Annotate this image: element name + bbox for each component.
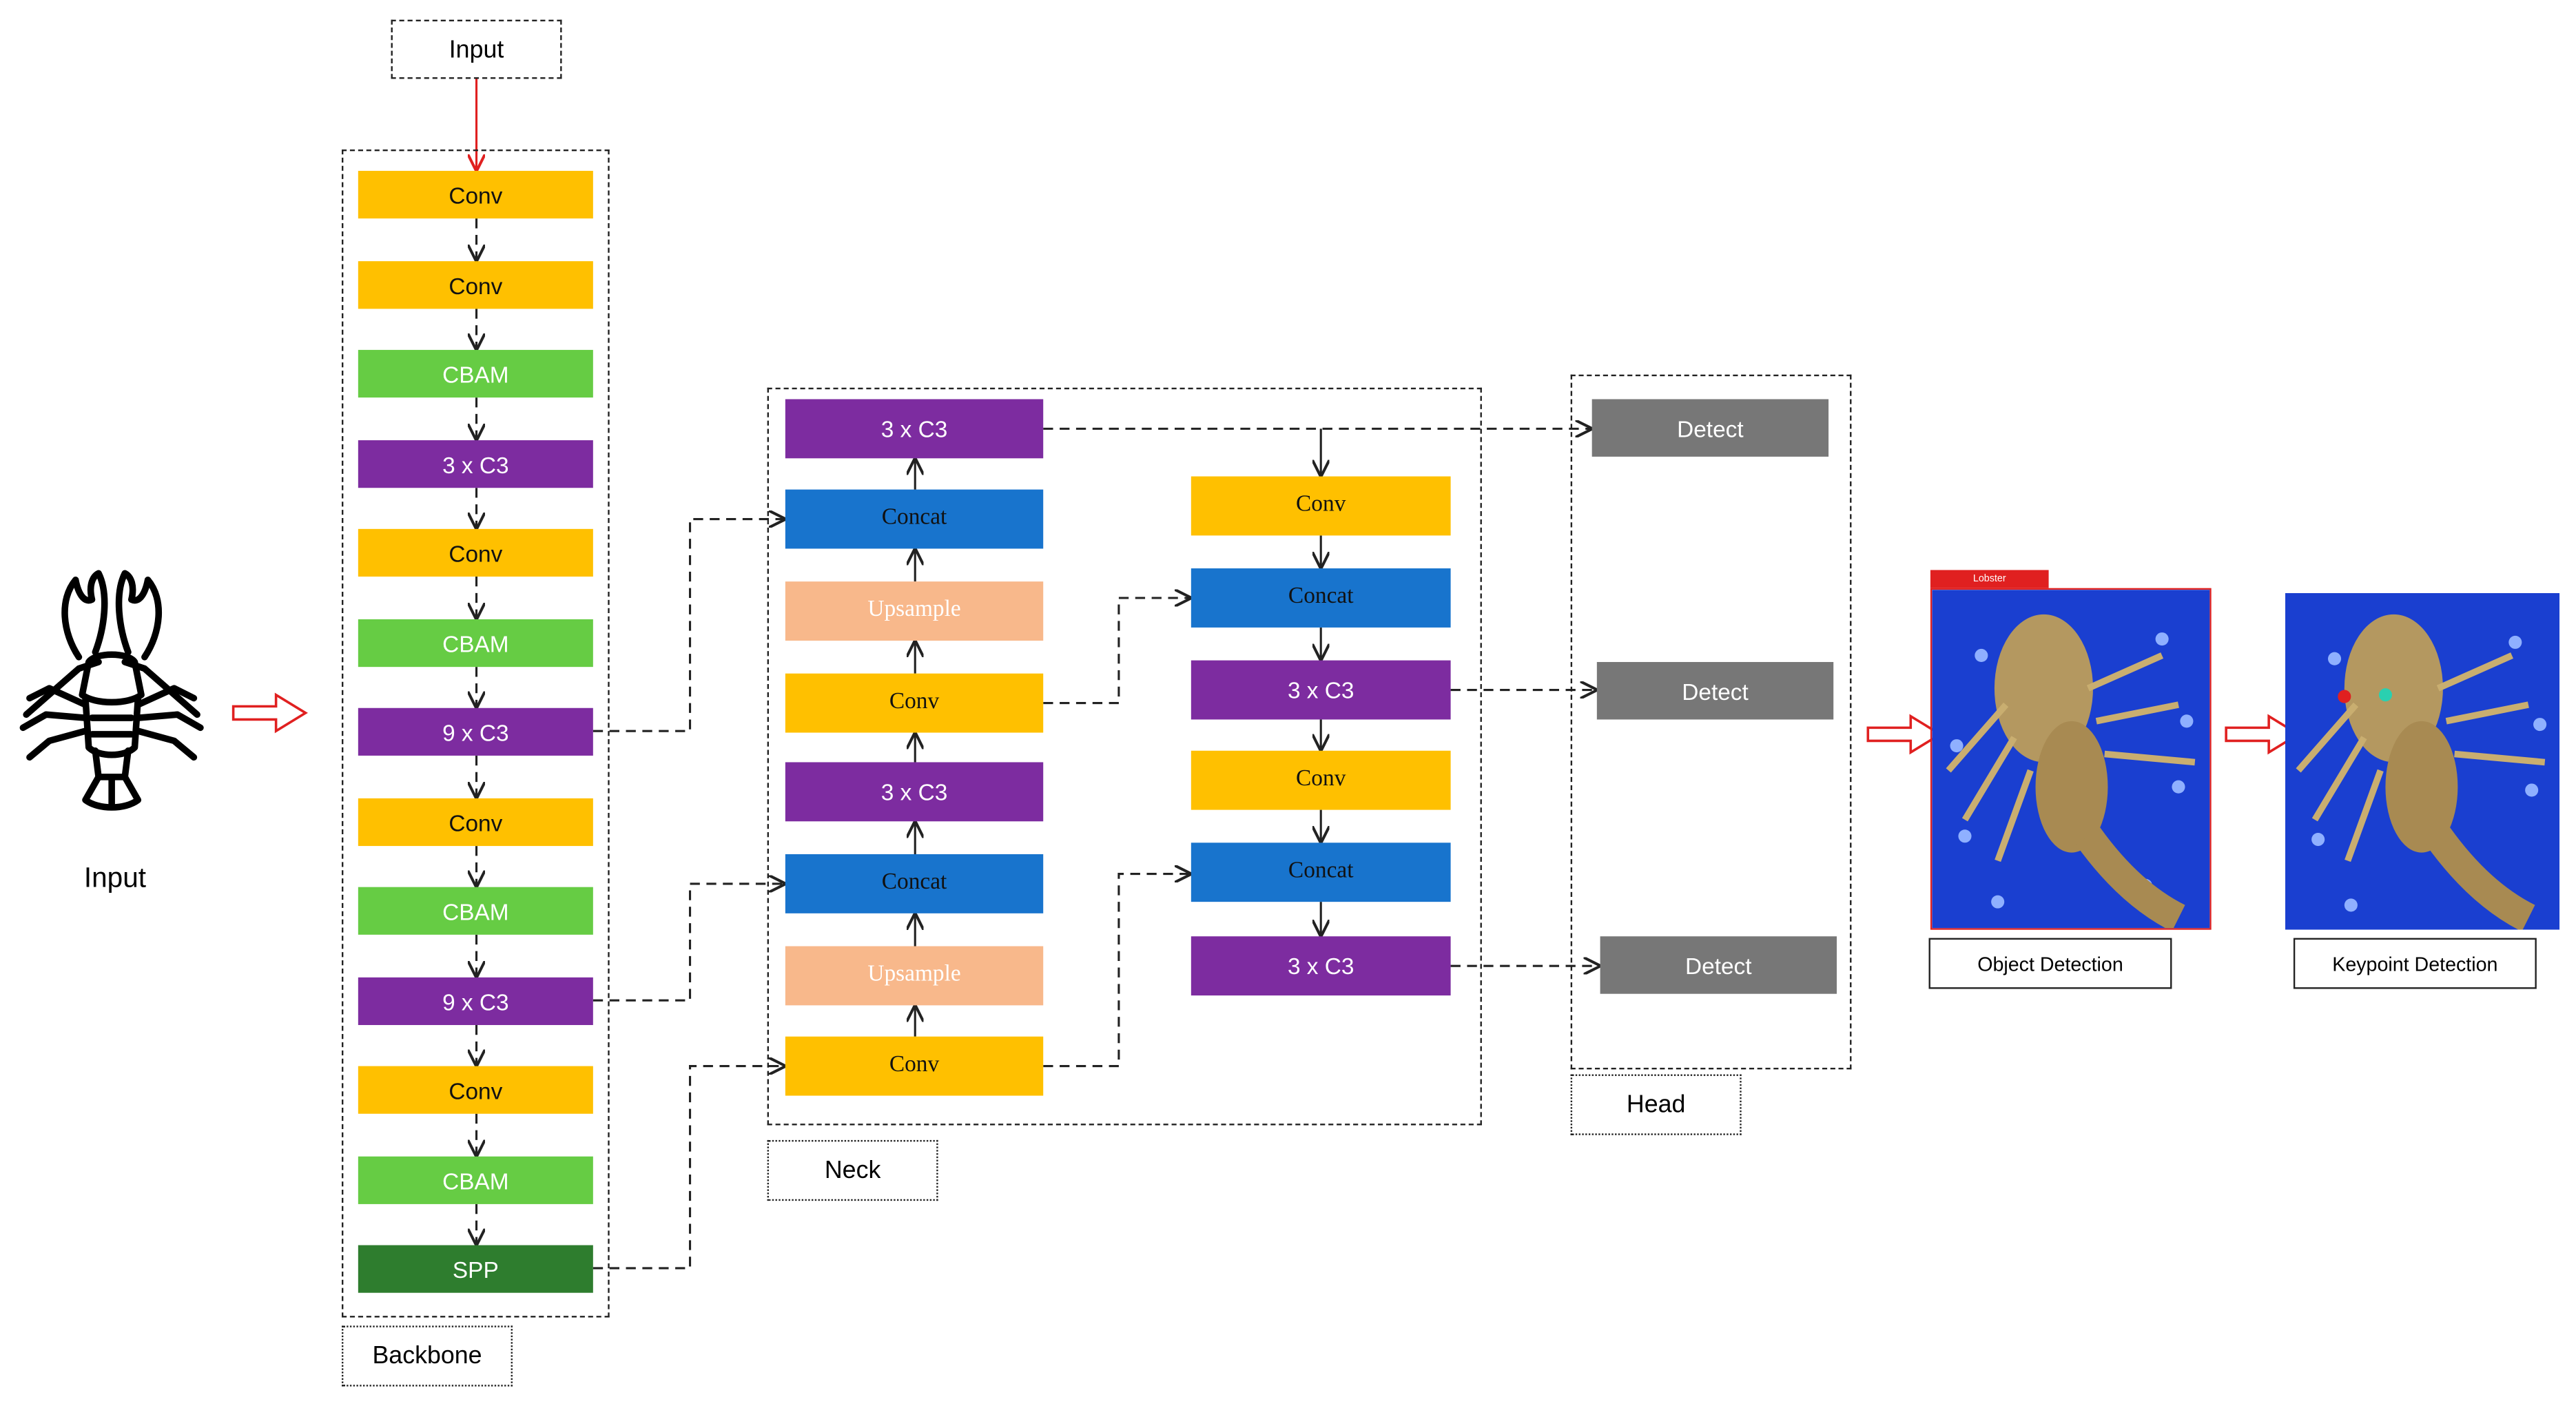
- neck-left-block-concat: Concat: [785, 854, 1044, 913]
- backbone-block-conv: Conv: [358, 261, 593, 309]
- backbone-block-c3: 9 x C3: [358, 977, 593, 1025]
- backbone-block-cbam: CBAM: [358, 1156, 593, 1204]
- input-label-box: Input: [391, 19, 562, 79]
- input-icon-caption: Input: [83, 862, 147, 894]
- neck-frame: [767, 387, 1482, 1126]
- skip-arrow-c3-2: [593, 884, 784, 1002]
- backbone-block-conv: Conv: [358, 1066, 593, 1114]
- neck-right-block-conv: Conv: [1191, 750, 1451, 810]
- flow-arrow-icon: [1866, 714, 1943, 755]
- skip-arrow-c3-1: [593, 519, 784, 732]
- neck-left-block-c3: 3 x C3: [785, 762, 1044, 822]
- backbone-block-conv: Conv: [358, 170, 593, 219]
- backbone-label: Backbone: [341, 1325, 513, 1387]
- neck-right-block-conv: Conv: [1191, 476, 1451, 536]
- keypoint-detection-caption: Keypoint Detection: [2293, 938, 2537, 989]
- neck-label: Neck: [767, 1139, 938, 1201]
- neck-left-block-conv: Conv: [785, 1036, 1044, 1096]
- flow-arrow-icon: [231, 692, 308, 734]
- neck-left-block-conv: Conv: [785, 673, 1044, 733]
- neck-left-block-concat: Concat: [785, 489, 1044, 549]
- backbone-block-cbam: CBAM: [358, 349, 593, 398]
- flow-arrow-icon: [2225, 714, 2301, 755]
- neck-right-block-c3: 3 x C3: [1191, 936, 1451, 996]
- object-detection-image: [1930, 588, 2212, 930]
- neck-right-block-concat: Concat: [1191, 842, 1451, 902]
- neck-cross-arrow-2: [1043, 874, 1189, 1068]
- keypoint-detection-image: [2285, 592, 2560, 930]
- backbone-block-c3: 3 x C3: [358, 440, 593, 488]
- detect-block: Detect: [1600, 936, 1837, 994]
- backbone-block-c3: 9 x C3: [358, 707, 593, 756]
- backbone-block-spp: SPP: [358, 1245, 593, 1293]
- backbone-block-cbam: CBAM: [358, 619, 593, 668]
- object-detection-caption: Object Detection: [1928, 938, 2172, 989]
- neck-left-block-upsample: Upsample: [785, 581, 1044, 641]
- backbone-block-cbam: CBAM: [358, 887, 593, 935]
- detect-block: Detect: [1596, 661, 1834, 720]
- head-frame: [1570, 374, 1852, 1070]
- neck-right-block-concat: Concat: [1191, 568, 1451, 628]
- neck-cross-arrow-1: [1043, 598, 1189, 705]
- backbone-block-conv: Conv: [358, 798, 593, 847]
- detect-block: Detect: [1591, 399, 1829, 457]
- backbone-frame: [341, 149, 610, 1318]
- head-label: Head: [1570, 1074, 1742, 1135]
- detection-tag: Lobster: [1930, 570, 2049, 588]
- skip-arrow-spp: [593, 1066, 784, 1270]
- neck-right-block-c3: 3 x C3: [1191, 660, 1451, 720]
- lobster-icon: [13, 567, 210, 854]
- neck-left-block-c3: 3 x C3: [785, 399, 1044, 459]
- neck-left-block-upsample: Upsample: [785, 946, 1044, 1006]
- backbone-block-conv: Conv: [358, 528, 593, 577]
